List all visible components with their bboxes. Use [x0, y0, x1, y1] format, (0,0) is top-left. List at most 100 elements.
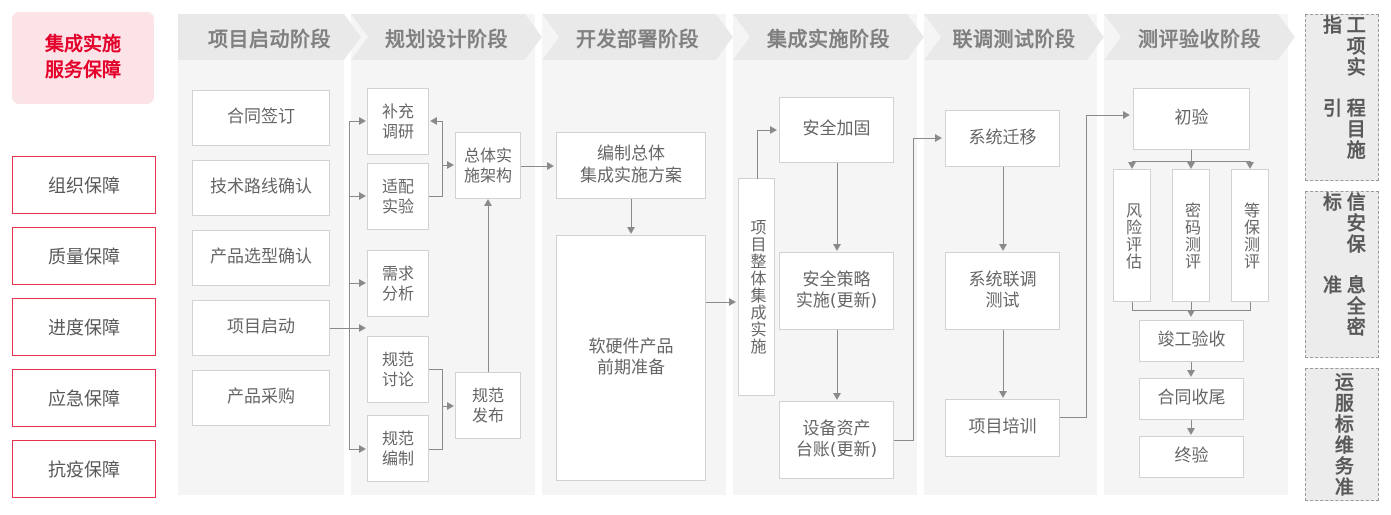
- standard-col-left: 维务准: [1331, 434, 1354, 498]
- sidebar-item-label: 抗疫保障: [48, 460, 120, 481]
- node-spec-drafting[interactable]: 规范编制: [367, 415, 429, 482]
- node-adaptation-experiment[interactable]: 适配实验: [367, 163, 429, 230]
- phase-header-2[interactable]: 开发部署阶段: [542, 14, 733, 60]
- connector-line: [757, 130, 771, 131]
- connector-line: [437, 121, 443, 122]
- phase-header-label: 联调测试阶段: [952, 26, 1076, 51]
- node-cryptography-evaluation[interactable]: 密码测评: [1172, 169, 1210, 302]
- arrow-head: [359, 192, 366, 200]
- connector-line: [429, 369, 443, 370]
- arrow-head: [359, 445, 366, 453]
- node-final-acceptance[interactable]: 终验: [1139, 436, 1244, 478]
- connector-line: [349, 121, 360, 122]
- sidebar-item-label: 进度保障: [48, 318, 120, 339]
- arrow-head: [627, 227, 635, 234]
- connector-line: [837, 163, 838, 245]
- phase-header-label: 集成实施阶段: [767, 26, 890, 51]
- standard-panel-text: 工项实指 程目施引: [1318, 15, 1366, 180]
- node-project-training[interactable]: 项目培训: [945, 399, 1060, 457]
- sidebar-item-4[interactable]: 抗疫保障: [12, 440, 156, 498]
- standard-panel-security[interactable]: 信安保标 息全密准: [1305, 191, 1379, 358]
- connector-line: [442, 121, 443, 197]
- node-equipment-asset-ledger[interactable]: 设备资产台账(更新): [779, 401, 894, 479]
- node-supplementary-research[interactable]: 补充调研: [367, 88, 429, 155]
- node-contract-signing[interactable]: 合同签订: [192, 90, 330, 146]
- node-system-joint-test[interactable]: 系统联调测试: [945, 252, 1060, 330]
- arrow-head: [833, 244, 841, 251]
- connector-line: [631, 199, 632, 228]
- connector-line: [1086, 115, 1087, 418]
- node-preliminary-acceptance[interactable]: 初验: [1133, 88, 1250, 150]
- phase-header-0[interactable]: 项目启动阶段: [178, 14, 361, 60]
- arrow-head: [999, 391, 1007, 398]
- sidebar-header: 集成实施服务保障: [12, 12, 154, 104]
- node-overall-implementation-architecture[interactable]: 总体实施架构: [455, 132, 521, 199]
- connector-line: [913, 138, 914, 441]
- arrow-head: [999, 244, 1007, 251]
- standard-panel-operations[interactable]: 运服标 维务准: [1305, 368, 1379, 501]
- sidebar-item-0[interactable]: 组织保障: [12, 156, 156, 214]
- node-system-migration[interactable]: 系统迁移: [945, 110, 1060, 167]
- connector-line: [442, 369, 443, 449]
- node-security-hardening[interactable]: 安全加固: [779, 97, 894, 163]
- arrow-head: [359, 117, 366, 125]
- node-product-procurement[interactable]: 产品采购: [192, 370, 330, 426]
- sidebar-item-3[interactable]: 应急保障: [12, 369, 156, 427]
- node-completion-acceptance[interactable]: 竣工验收: [1139, 320, 1244, 362]
- connector-line: [1003, 167, 1004, 245]
- phase-header-5[interactable]: 测评验收阶段: [1104, 14, 1295, 60]
- node-security-policy-implementation[interactable]: 安全策略实施(更新): [779, 252, 894, 330]
- standard-col-right: 工项实指: [1320, 15, 1366, 78]
- phase-header-label: 规划设计阶段: [385, 26, 508, 51]
- connector-line: [429, 449, 443, 450]
- standard-col-right: 运服标: [1331, 371, 1354, 435]
- connector-line: [706, 302, 730, 303]
- standard-col-right: 信安保标: [1320, 192, 1366, 255]
- sidebar-item-2[interactable]: 进度保障: [12, 298, 156, 356]
- arrow-head: [359, 324, 366, 332]
- connector-line: [488, 206, 489, 372]
- sidebar-item-label: 组织保障: [48, 176, 120, 197]
- node-risk-assessment[interactable]: 风险评估: [1113, 169, 1151, 302]
- node-requirement-analysis[interactable]: 需求分析: [367, 250, 429, 317]
- connector-line: [330, 328, 350, 329]
- arrow-head: [770, 126, 777, 134]
- node-project-kickoff[interactable]: 项目启动: [192, 300, 330, 356]
- arrow-head: [359, 279, 366, 287]
- arrow-head: [484, 199, 492, 206]
- arrow-head: [1246, 162, 1254, 169]
- connector-line: [913, 138, 936, 139]
- node-spec-discussion[interactable]: 规范讨论: [367, 336, 429, 403]
- phase-header-1[interactable]: 规划设计阶段: [351, 14, 542, 60]
- node-hw-sw-preparation[interactable]: 软硬件产品前期准备: [556, 235, 706, 481]
- phase-header-label: 项目启动阶段: [208, 26, 331, 51]
- connector-line: [1250, 302, 1251, 311]
- node-overall-integration-plan[interactable]: 编制总体集成实施方案: [556, 132, 706, 199]
- sidebar-header-label: 集成实施服务保障: [44, 33, 121, 81]
- connector-line: [1191, 150, 1192, 162]
- node-product-selection-confirm[interactable]: 产品选型确认: [192, 230, 330, 286]
- connector-line: [349, 328, 360, 329]
- phase-header-4[interactable]: 联调测试阶段: [924, 14, 1104, 60]
- arrow-head: [1123, 111, 1130, 119]
- arrow-head: [1128, 162, 1136, 169]
- node-contract-closure[interactable]: 合同收尾: [1139, 378, 1244, 420]
- sidebar-item-1[interactable]: 质量保障: [12, 227, 156, 285]
- connector-line: [894, 440, 914, 441]
- connector-line: [442, 165, 448, 166]
- connector-line: [521, 166, 548, 167]
- arrow-head: [833, 393, 841, 400]
- arrow-head: [547, 162, 554, 170]
- node-classified-protection-evaluation[interactable]: 等保测评: [1231, 169, 1269, 302]
- node-overall-project-integration[interactable]: 项目整体集成实施: [738, 178, 775, 396]
- node-spec-release[interactable]: 规范发布: [455, 372, 521, 439]
- standard-col-left: 程目施引: [1320, 97, 1366, 161]
- connector-line: [349, 196, 360, 197]
- phase-header-3[interactable]: 集成实施阶段: [733, 14, 924, 60]
- connector-line: [442, 406, 448, 407]
- standard-panel-engineering[interactable]: 工项实指 程目施引: [1305, 14, 1379, 181]
- standard-col-left: 息全密准: [1320, 274, 1366, 338]
- connector-line: [1132, 161, 1251, 162]
- node-tech-route-confirm[interactable]: 技术路线确认: [192, 160, 330, 216]
